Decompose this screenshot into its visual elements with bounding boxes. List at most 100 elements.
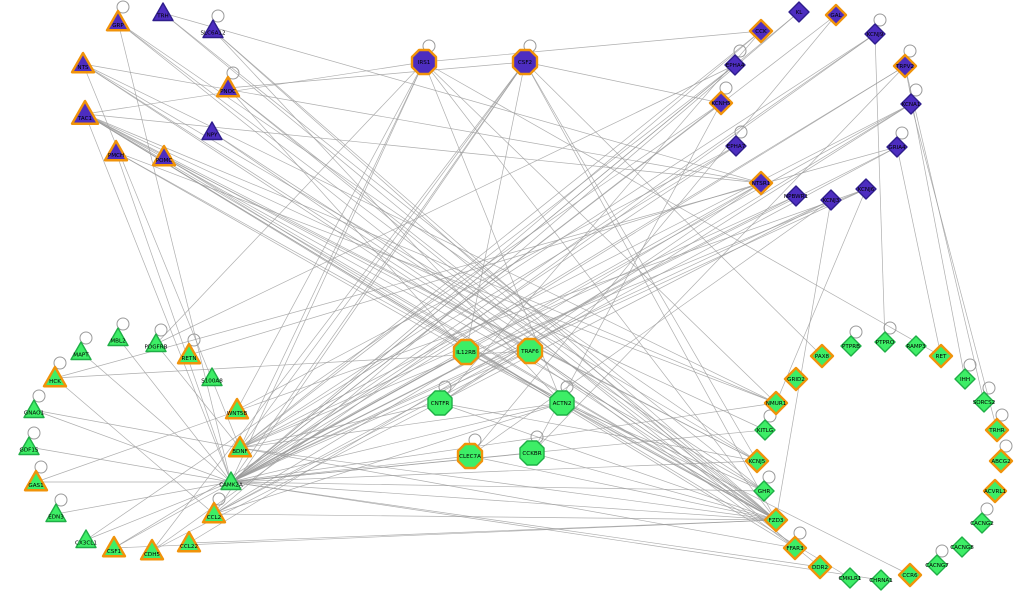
node-C9[interactable] (820, 189, 842, 211)
node-F19[interactable] (782, 535, 808, 561)
edges-layer (28, 11, 998, 581)
node-B1[interactable] (410, 48, 438, 76)
edge-A8-F22 (163, 156, 758, 462)
node-E14[interactable] (201, 501, 227, 524)
node-D1[interactable] (452, 338, 480, 366)
node-F20[interactable] (763, 507, 789, 533)
edge-A7-F20 (115, 151, 777, 521)
node-F3[interactable] (905, 335, 927, 357)
edge-B1-E10 (239, 61, 425, 449)
node-F22[interactable] (744, 448, 770, 474)
edge-D1-E16 (113, 351, 467, 549)
self-loop-F1 (849, 325, 863, 339)
node-A7[interactable] (103, 139, 129, 162)
node-F5[interactable] (783, 366, 809, 392)
node-D6[interactable] (519, 440, 545, 466)
edge-D4-E14 (213, 402, 563, 515)
node-C14[interactable] (724, 54, 746, 76)
node-F13[interactable] (951, 536, 973, 558)
node-C3[interactable] (824, 3, 848, 27)
edge-C10-E10 (239, 195, 797, 449)
self-loop-E5 (53, 356, 67, 370)
edge-D3-E10 (239, 402, 441, 449)
node-F9[interactable] (984, 417, 1010, 443)
node-F10[interactable] (988, 448, 1014, 474)
edge-A6-F22 (84, 113, 758, 462)
node-A2[interactable] (152, 2, 174, 22)
node-E3[interactable] (176, 342, 202, 365)
node-E11[interactable] (23, 469, 49, 492)
node-F14[interactable] (926, 554, 948, 576)
node-F6[interactable] (928, 343, 954, 369)
node-D5[interactable] (456, 442, 484, 470)
node-F21[interactable] (753, 480, 775, 502)
node-E17[interactable] (139, 538, 165, 561)
node-F2[interactable] (874, 331, 896, 353)
node-C10[interactable] (785, 185, 807, 207)
edge-C9-E17 (151, 199, 832, 552)
node-E7[interactable] (23, 399, 45, 419)
node-E6[interactable] (201, 367, 223, 387)
node-A6[interactable] (70, 99, 100, 125)
node-E15[interactable] (75, 529, 97, 549)
node-E8[interactable] (224, 397, 250, 420)
node-F12[interactable] (971, 512, 993, 534)
node-F11[interactable] (982, 478, 1008, 504)
edge-A4-D2 (82, 63, 531, 352)
node-F7[interactable] (954, 368, 976, 390)
node-C6[interactable] (900, 93, 922, 115)
node-E1[interactable] (107, 327, 129, 347)
edge-C11-D3 (439, 182, 762, 404)
node-E18[interactable] (176, 530, 202, 553)
node-D2[interactable] (516, 337, 544, 365)
node-C5[interactable] (892, 53, 918, 79)
self-loop-C5 (903, 44, 917, 58)
node-F23[interactable] (754, 419, 776, 441)
node-C4[interactable] (864, 23, 886, 45)
node-C1[interactable] (748, 18, 774, 44)
node-C11[interactable] (748, 170, 774, 196)
node-F1[interactable] (840, 335, 862, 357)
node-F18[interactable] (807, 554, 833, 580)
node-F17[interactable] (839, 567, 861, 589)
node-F15[interactable] (897, 562, 923, 588)
edge-B2-D1 (465, 61, 526, 353)
edge-C12-E8 (236, 145, 737, 411)
node-E9[interactable] (18, 436, 40, 456)
node-F4[interactable] (809, 343, 835, 369)
edge-A6-F19 (84, 113, 796, 549)
node-F24[interactable] (763, 390, 789, 416)
node-C2[interactable] (788, 1, 810, 23)
node-F16[interactable] (870, 569, 892, 591)
edge-E10-F20 (239, 447, 777, 521)
edge-A2-C11 (162, 12, 762, 184)
node-E4[interactable] (70, 341, 92, 361)
node-C8[interactable] (855, 178, 877, 200)
edge-B2-F4 (524, 61, 823, 357)
node-A1[interactable] (105, 9, 131, 32)
edge-E12-F16 (230, 481, 882, 581)
node-F8[interactable] (973, 391, 995, 413)
node-E13[interactable] (45, 503, 67, 523)
node-E5[interactable] (42, 365, 68, 388)
node-D4[interactable] (549, 390, 575, 416)
node-A3[interactable] (202, 19, 224, 39)
node-A8[interactable] (151, 144, 177, 167)
node-C7[interactable] (886, 136, 908, 158)
self-loop-F8 (982, 381, 996, 395)
node-D3[interactable] (427, 390, 453, 416)
node-A9[interactable] (201, 121, 223, 141)
edge-D2-E5 (54, 350, 531, 379)
node-C13[interactable] (708, 90, 734, 116)
edge-E14-F20 (213, 513, 777, 521)
self-loop-E13 (54, 493, 68, 507)
node-E2[interactable] (145, 333, 167, 353)
node-A5[interactable] (215, 75, 241, 98)
node-E12[interactable] (220, 471, 242, 491)
node-E10[interactable] (227, 435, 253, 458)
node-E16[interactable] (101, 535, 127, 558)
node-B2[interactable] (511, 48, 539, 76)
node-A4[interactable] (70, 51, 96, 74)
node-C12[interactable] (725, 135, 747, 157)
